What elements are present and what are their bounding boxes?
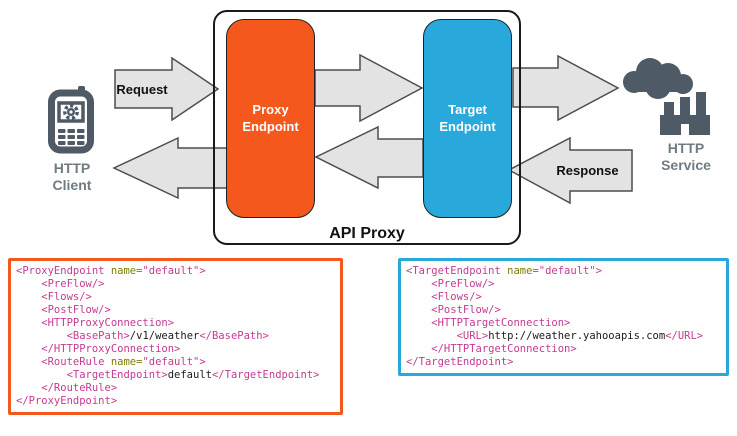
code-line: <BasePath>/v1/weather</BasePath> [16,330,269,342]
phone-keypad [58,129,85,145]
proxy-endpoint-label: Proxy Endpoint [242,102,299,134]
code-line: <PostFlow/> [16,304,111,316]
code-line: <HTTPTargetConnection> [406,317,571,329]
response-arrow [507,136,633,205]
smoke-cloud [623,58,693,99]
target-endpoint-label: Target Endpoint [439,102,496,134]
target-endpoint-box: Target Endpoint [423,19,512,218]
code-line: </ProxyEndpoint> [16,395,118,407]
http-service-label: HTTP Service [661,140,711,174]
code-line: </HTTPProxyConnection> [16,343,181,355]
code-line: <PreFlow/> [406,278,495,290]
api-proxy-container [213,10,521,245]
request-label: Request [116,81,168,97]
http-client-label: HTTP Client [52,160,92,194]
target-endpoint-xml-block: <TargetEndpoint name="default"> <PreFlow… [398,258,729,376]
code-line: <RouteRule name="default"> [16,356,206,368]
proxy-endpoint-xml-block: <ProxyEndpoint name="default"> <PreFlow/… [8,258,343,415]
proxy-endpoint-box: Proxy Endpoint [226,19,315,218]
code-line: <Flows/> [406,291,482,303]
target-to-proxy-arrow [314,125,424,190]
code-line: <URL>http://weather.yahooapis.com</URL> [406,330,704,342]
code-line: </HTTPTargetConnection> [406,343,577,355]
api-proxy-label: API Proxy [329,225,405,242]
code-line: </RouteRule> [16,382,118,394]
proxy-to-target-arrow [314,53,424,123]
code-line: <TargetEndpoint>default</TargetEndpoint> [16,369,320,381]
code-line: </TargetEndpoint> [406,356,514,368]
code-line: <HTTPProxyConnection> [16,317,175,329]
code-line: <PostFlow/> [406,304,501,316]
code-line: <Flows/> [16,291,92,303]
cloud-factory-icon [623,58,710,135]
response-label: Response [556,163,619,178]
code-line: <ProxyEndpoint name="default"> [16,265,206,277]
request-arrow [114,56,220,122]
code-line: <TargetEndpoint name="default"> [406,265,602,277]
factory-building [660,92,710,135]
proxy-to-client-arrow [112,136,231,200]
code-line: <PreFlow/> [16,278,105,290]
mobile-phone-icon [48,86,94,154]
target-to-service-arrow [512,54,620,122]
